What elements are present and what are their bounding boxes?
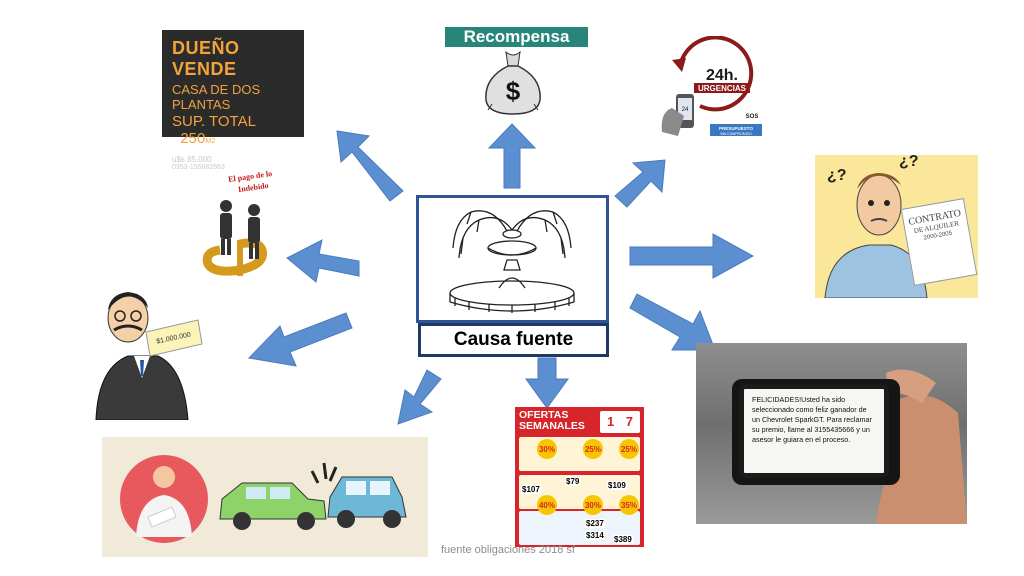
offer-price: $107 bbox=[521, 485, 541, 494]
offer-price: $237 bbox=[585, 519, 605, 528]
sms-text: FELICIDADES!Usted ha sido seleccionado c… bbox=[752, 395, 872, 444]
offer-price: $79 bbox=[565, 477, 581, 486]
tenant-illustration: ¿? ¿? CONTRATO DE ALQUILER 2000-2005 bbox=[815, 153, 978, 298]
arrow-to-tenant bbox=[629, 233, 755, 279]
offers-title: OFERTAS SEMANALES bbox=[519, 410, 585, 432]
offers-calendar: 1 7 bbox=[600, 411, 640, 433]
dollar-sign: $ bbox=[506, 76, 521, 106]
sms-phone-photo: FELICIDADES!Usted ha sido seleccionado c… bbox=[696, 343, 967, 524]
arrow-to-accident bbox=[397, 369, 442, 425]
sign-area: SUP. TOTAL 250M2 bbox=[172, 113, 294, 147]
fountain-box bbox=[416, 195, 609, 323]
sos-label: SOS bbox=[746, 114, 759, 120]
confused-man-icon bbox=[824, 173, 928, 298]
sign-phone: 0353-155082663 bbox=[172, 164, 225, 171]
arrow-to-check bbox=[247, 312, 353, 367]
man-with-check-icon: $1.000.000 bbox=[95, 292, 203, 420]
arrow-to-offers bbox=[525, 357, 569, 409]
weekly-offers-flyer: OFERTAS SEMANALES 1 7 30% 25% 25% 40% 30… bbox=[515, 407, 644, 547]
phone-badge: 24 bbox=[682, 107, 689, 113]
fountain-icon bbox=[449, 210, 575, 313]
sign-price: u$s 85.000 bbox=[172, 155, 212, 164]
arrow-to-sms bbox=[629, 293, 716, 351]
offer-badge: 25% bbox=[619, 439, 639, 459]
footer-source: fuente obligaciones 2018 sf bbox=[441, 544, 575, 556]
arrow-to-urgency bbox=[614, 159, 666, 208]
offers-title-2: SEMANALES bbox=[519, 420, 585, 432]
sign-area-unit: M2 bbox=[205, 138, 216, 145]
offer-badge: 35% bbox=[619, 495, 639, 515]
offer-badge: 40% bbox=[537, 495, 557, 515]
sign-title: DUEÑO VENDE bbox=[172, 38, 240, 79]
sms-screen: FELICIDADES!Usted ha sido seleccionado c… bbox=[739, 384, 889, 478]
offers-title-1: OFERTAS bbox=[519, 409, 569, 421]
rental-contract: CONTRATO DE ALQUILER 2000-2005 bbox=[900, 198, 978, 286]
arrow-to-reward bbox=[487, 123, 537, 189]
question-marks-right: ¿? bbox=[899, 153, 919, 170]
accident-banner bbox=[102, 437, 428, 557]
estimate-sub: SIN COMPROMISO bbox=[720, 132, 752, 136]
center-label: Causa fuente bbox=[418, 323, 609, 357]
offer-badge: 25% bbox=[583, 439, 603, 459]
offer-badge: 30% bbox=[537, 439, 557, 459]
urgency-icon: 24h. URGENCIAS 24 SOS PRESUPUESTO SIN CO… bbox=[661, 36, 762, 136]
offer-price: $314 bbox=[585, 531, 605, 540]
question-marks-left: ¿? bbox=[827, 167, 847, 184]
estimate-title: PRESUPUESTO bbox=[719, 126, 753, 131]
arrow-to-undue-payment bbox=[286, 239, 360, 283]
people-dollar-icon bbox=[202, 200, 267, 276]
offer-badge: 30% bbox=[583, 495, 603, 515]
sign-area-label: SUP. TOTAL bbox=[172, 113, 256, 130]
sign-area-value: 250 bbox=[180, 130, 206, 147]
offer-price: $109 bbox=[607, 481, 627, 490]
hours-text: 24h. bbox=[706, 67, 738, 84]
offers-day-1: 1 bbox=[607, 414, 615, 429]
money-bag-icon: $ bbox=[485, 50, 541, 115]
offer-price: $389 bbox=[613, 535, 633, 544]
arrow-to-sale-sign bbox=[336, 130, 404, 202]
offers-day-2: 7 bbox=[625, 414, 633, 429]
sign-subtitle: CASA DE DOS PLANTAS bbox=[172, 82, 261, 112]
car-accident-icon bbox=[120, 455, 407, 543]
for-sale-sign: DUEÑO VENDE CASA DE DOS PLANTAS SUP. TOT… bbox=[162, 30, 304, 171]
urgency-label: URGENCIAS bbox=[698, 84, 747, 93]
undue-payment-illustration: El pago de lo Indebido bbox=[200, 169, 288, 276]
reward-banner: Recompensa bbox=[445, 27, 588, 47]
